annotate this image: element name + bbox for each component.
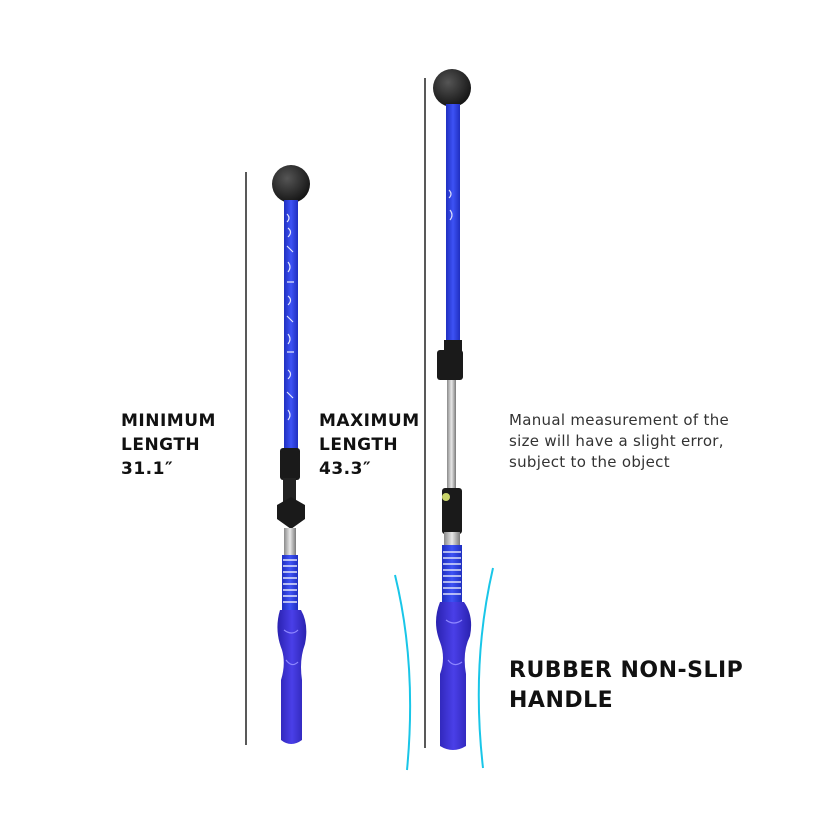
handle-caption-line1: RUBBER NON-SLIP <box>509 658 744 683</box>
right-accent-arc <box>477 567 494 769</box>
long-trainer-extension <box>447 380 456 490</box>
long-trainer-grip <box>436 602 472 750</box>
minimum-length-line2: LENGTH <box>121 435 201 455</box>
maximum-length-value: 43.3″ <box>319 459 372 479</box>
long-trainer-collar <box>437 350 463 380</box>
short-trainer-collar <box>280 448 300 480</box>
maximum-length-line2: LENGTH <box>319 435 399 455</box>
short-trainer-ball <box>272 165 310 203</box>
minimum-length-value: 31.1″ <box>121 459 174 479</box>
minimum-length-line1: MINIMUM <box>121 411 216 431</box>
handle-caption: RUBBER NON-SLIP HANDLE <box>509 656 743 716</box>
short-trainer-knob <box>277 497 305 529</box>
short-trainer <box>272 165 310 744</box>
handle-caption-line2: HANDLE <box>509 688 614 713</box>
long-trainer-shaft <box>446 104 460 344</box>
long-trainer <box>394 69 494 771</box>
long-trainer-ball <box>433 69 471 107</box>
minimum-length-label: MINIMUM LENGTH 31.1″ <box>121 409 216 481</box>
measurement-note: Manual measurement of the size will have… <box>509 411 730 471</box>
maximum-length-label: MAXIMUM LENGTH 43.3″ <box>319 409 420 481</box>
short-trainer-grip <box>277 610 307 744</box>
maximum-length-line1: MAXIMUM <box>319 411 420 431</box>
short-trainer-shaft <box>284 200 298 450</box>
left-accent-arc <box>394 574 412 771</box>
